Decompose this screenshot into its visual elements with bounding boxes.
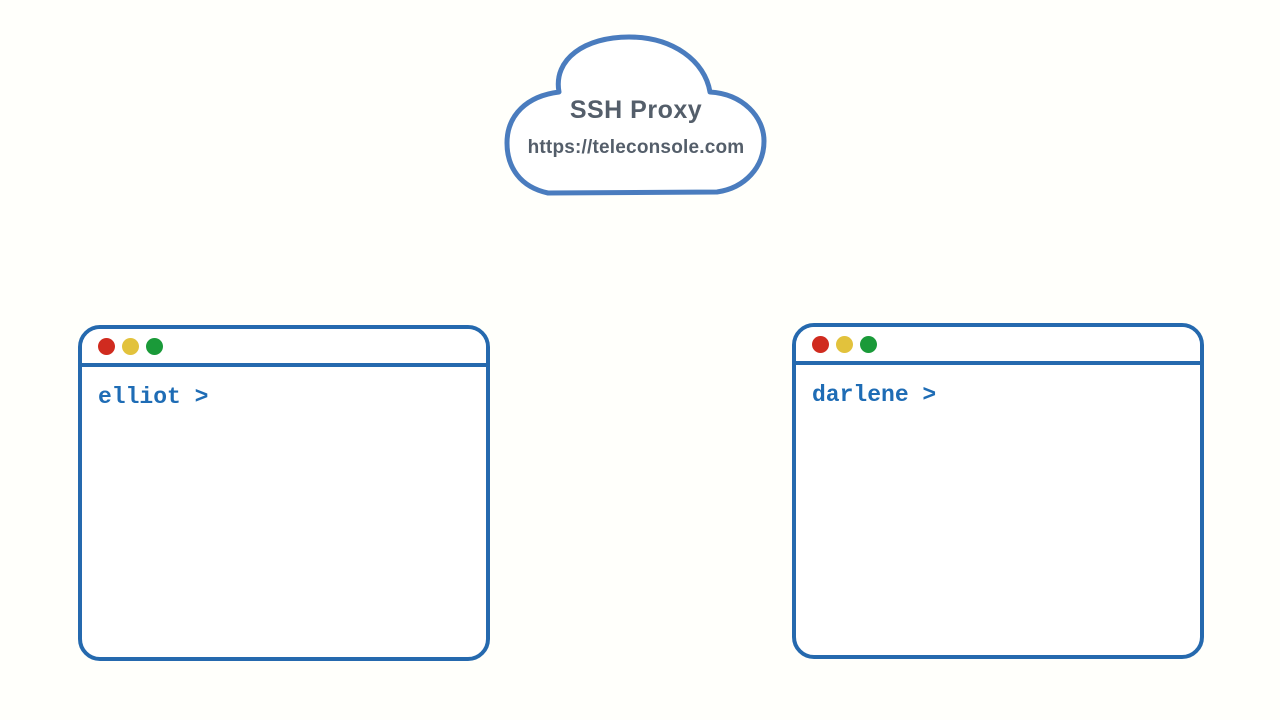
cloud-title: SSH Proxy — [569, 96, 703, 124]
terminal-titlebar — [82, 329, 486, 367]
cloud-url: https://teleconsole.com — [527, 137, 745, 158]
minimize-button-icon[interactable] — [836, 335, 853, 353]
terminal-titlebar — [796, 327, 1200, 365]
terminal-prompt: elliot > — [98, 384, 209, 410]
terminal-input-area[interactable]: darlene > — [796, 365, 1200, 651]
cloud-icon — [504, 34, 767, 196]
terminal-window-darlene: darlene > — [792, 323, 1204, 659]
close-button-icon[interactable] — [98, 337, 115, 355]
minimize-button-icon[interactable] — [122, 337, 139, 355]
ssh-proxy-cloud: SSH Proxy https://teleconsole.com — [504, 34, 768, 198]
terminal-prompt: darlene > — [812, 382, 937, 408]
close-button-icon[interactable] — [812, 335, 829, 353]
terminal-input-area[interactable]: elliot > — [82, 367, 486, 653]
terminal-window-elliot: elliot > — [78, 325, 490, 661]
zoom-button-icon[interactable] — [146, 337, 163, 355]
zoom-button-icon[interactable] — [860, 335, 877, 353]
